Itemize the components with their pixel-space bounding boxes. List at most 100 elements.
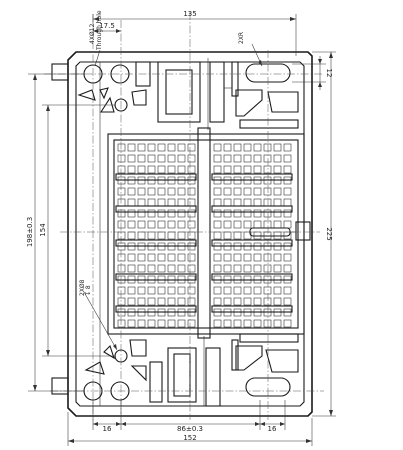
grid-cell — [177, 231, 186, 240]
grid-cell — [273, 209, 282, 218]
grid-cell — [177, 154, 186, 163]
dim-bottom-width: 152 — [183, 434, 196, 442]
grid-cell — [263, 154, 272, 163]
grid-cell — [233, 165, 242, 174]
grid-cell — [117, 187, 126, 196]
grid-cell — [213, 297, 222, 306]
grid-cell — [253, 297, 262, 306]
grid-cell — [233, 253, 242, 262]
dim-slot-height: 12 — [325, 69, 333, 78]
grid-cell — [117, 264, 126, 273]
grid-cell — [167, 165, 176, 174]
note-small-hole-depth: ↧ 8 — [85, 285, 92, 296]
grid-cell — [253, 253, 262, 262]
grid-cell — [253, 143, 262, 152]
grid-cell — [263, 165, 272, 174]
grid-cell — [167, 209, 176, 218]
grid-cell — [273, 187, 282, 196]
plate-outline — [51, 51, 313, 417]
grid-cell — [233, 187, 242, 196]
grid-cell — [223, 209, 232, 218]
grid-cell — [187, 209, 196, 218]
grid-cell — [117, 220, 126, 229]
grid-cell — [137, 231, 146, 240]
grid-cell — [157, 165, 166, 174]
grid-cell — [243, 198, 252, 207]
grid-cell — [137, 198, 146, 207]
grid-cell — [127, 220, 136, 229]
grid-cell — [147, 220, 156, 229]
grid-cell — [263, 198, 272, 207]
grid-cell — [117, 143, 126, 152]
grid-cell — [167, 198, 176, 207]
grid-cell — [137, 209, 146, 218]
grid-cell — [157, 286, 166, 295]
grid-cell — [147, 154, 156, 163]
grid-cell — [147, 253, 156, 262]
top-left-corner-features — [77, 61, 151, 113]
bottom-right-corner-features — [231, 333, 299, 397]
grid-cell — [253, 198, 262, 207]
grid-cell — [187, 187, 196, 196]
grid-cell — [127, 154, 136, 163]
grid-cell — [127, 286, 136, 295]
grid-cell — [233, 286, 242, 295]
grid-cell — [243, 187, 252, 196]
grid-cell — [117, 154, 126, 163]
grid-cell — [213, 220, 222, 229]
dim-total-height: 225 — [325, 227, 333, 240]
grid-cell — [127, 187, 136, 196]
grid-cell — [167, 253, 176, 262]
grid-cell — [243, 209, 252, 218]
grid-cell — [253, 209, 262, 218]
grid-cell — [243, 165, 252, 174]
grid-cell — [137, 253, 146, 262]
grid-cell — [213, 231, 222, 240]
dim-outer-height: 198±0.3 — [26, 217, 34, 247]
grid-cell — [187, 220, 196, 229]
grid-cell — [273, 264, 282, 273]
note-hole-size: 4XØ12 — [89, 24, 96, 44]
grid-cell — [157, 231, 166, 240]
grid-rib — [211, 205, 293, 213]
grid-cell — [273, 286, 282, 295]
grid-cell — [273, 198, 282, 207]
grid-cell — [127, 165, 136, 174]
grid-cell — [283, 319, 292, 328]
grid-cell — [213, 319, 222, 328]
grid-cell — [243, 286, 252, 295]
grid-cell — [243, 264, 252, 273]
center-lines — [44, 12, 324, 420]
grid-cell — [137, 319, 146, 328]
grid-cell — [253, 187, 262, 196]
grid-cell — [223, 154, 232, 163]
grid-rib — [211, 239, 293, 247]
grid-cell — [213, 143, 222, 152]
dim-bottom-left-offset: 16 — [103, 425, 112, 433]
grid-cell — [243, 220, 252, 229]
grid-cell — [283, 154, 292, 163]
grid-cell — [167, 143, 176, 152]
grid-cell — [243, 319, 252, 328]
grid-cell — [137, 297, 146, 306]
grid-cell — [177, 187, 186, 196]
grid-cell — [283, 253, 292, 262]
grid-cell — [147, 231, 156, 240]
grid-cell — [137, 220, 146, 229]
grid-cell — [273, 154, 282, 163]
grid-cell — [273, 220, 282, 229]
grid-cell — [233, 231, 242, 240]
grid-cell — [137, 154, 146, 163]
grid-cell — [283, 143, 292, 152]
grid-cell — [273, 319, 282, 328]
grid-cell — [157, 154, 166, 163]
grid-cell — [233, 264, 242, 273]
grid-cell — [187, 198, 196, 207]
grid-cell — [283, 209, 292, 218]
grid-cell — [177, 286, 186, 295]
grid-cell — [273, 297, 282, 306]
grid-rib — [115, 205, 197, 213]
dimensions — [28, 14, 336, 446]
grid-cell — [177, 220, 186, 229]
